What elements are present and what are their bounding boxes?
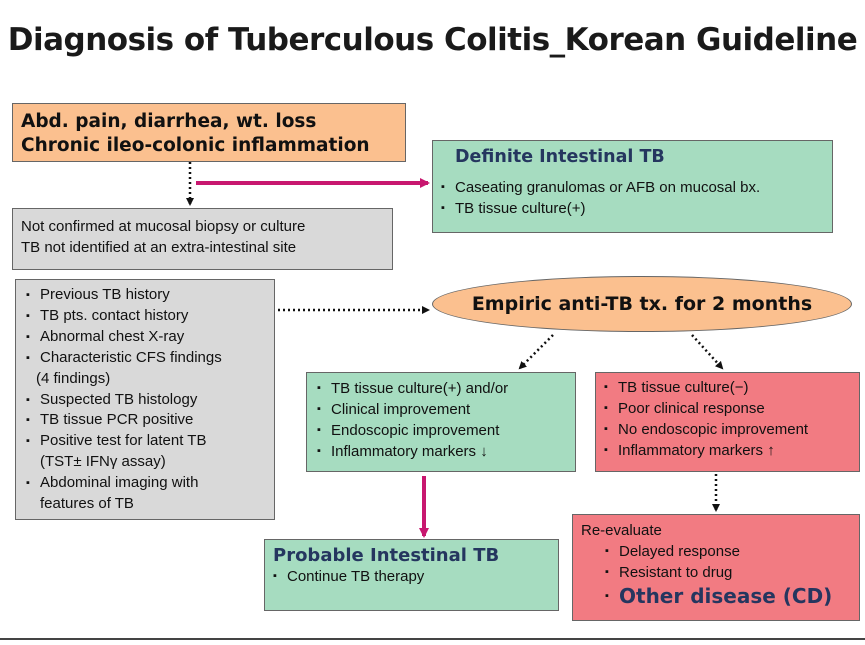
list-item: TB pts. contact history [26,306,266,327]
response-list: TB tissue culture(+) and/or Clinical imp… [317,378,567,462]
footer-divider [0,638,865,640]
list-item: Abdominal imaging with [26,473,266,494]
list-item: Clinical improvement [317,399,567,420]
not-confirmed-box: Not confirmed at mucosal biopsy or cultu… [12,208,393,270]
list-item: Inflammatory markers ↑ [604,440,853,461]
criteria-box: Previous TB history TB pts. contact hist… [15,279,275,520]
list-item: Poor clinical response [604,398,853,419]
list-item-continuation: (4 findings) [36,369,111,387]
list-item: TB tissue culture(−) [604,377,853,398]
list-item: TB tissue culture(+) [441,198,824,219]
criteria-list: Previous TB history TB pts. contact hist… [26,285,266,515]
definite-tb-list: Caseating granulomas or AFB on mucosal b… [441,177,824,219]
definite-tb-box: Definite Intestinal TB Caseating granulo… [432,140,833,233]
symptoms-line-2: Chronic ileo-colonic inflammation [21,135,370,156]
list-item: Positive test for latent TB [26,431,266,452]
list-item: Previous TB history [26,285,266,306]
list-item: TB tissue culture(+) and/or [317,378,567,399]
probable-tb-heading: Probable Intestinal TB [273,545,500,566]
no-response-box: TB tissue culture(−) Poor clinical respo… [595,372,860,472]
list-item: Delayed response [605,541,851,562]
page-title: Diagnosis of Tuberculous Colitis_Korean … [7,22,858,58]
definite-tb-heading: Definite Intestinal TB [455,147,665,167]
list-item-continuation: (TST± IFNγ assay) [40,453,166,471]
arrow-empiric-to-response [518,334,554,370]
probable-tb-list: Continue TB therapy [273,566,550,587]
list-item: No endoscopic improvement [604,419,853,440]
list-item: Abnormal chest X-ray [26,327,266,348]
symptoms-box: Abd. pain, diarrhea, wt. loss Chronic il… [12,103,406,162]
list-item-continuation: features of TB [40,495,134,513]
list-item-emphasis: Other disease (CD) [605,583,851,612]
other-disease-label: Other disease (CD) [619,584,833,608]
empiric-therapy-label: Empiric anti-TB tx. for 2 months [471,293,813,315]
arrow-empiric-to-no-response [691,334,724,370]
list-item: Resistant to drug [605,562,851,583]
reevaluate-heading: Re-evaluate [581,522,662,539]
list-item: Caseating granulomas or AFB on mucosal b… [441,177,824,198]
probable-tb-box: Probable Intestinal TB Continue TB thera… [264,539,559,611]
symptoms-line-1: Abd. pain, diarrhea, wt. loss [21,111,317,132]
list-item: Inflammatory markers ↓ [317,441,567,462]
reevaluate-box: Re-evaluate Delayed response Resistant t… [572,514,860,621]
no-response-list: TB tissue culture(−) Poor clinical respo… [604,377,853,461]
list-item: Endoscopic improvement [317,420,567,441]
reevaluate-list: Delayed response Resistant to drug Other… [605,541,851,612]
empiric-therapy-ellipse: Empiric anti-TB tx. for 2 months [432,276,852,332]
list-item: TB tissue PCR positive [26,410,266,431]
list-item: Characteristic CFS findings [26,348,266,369]
not-confirmed-line-2: TB not identified at an extra-intestinal… [21,239,297,256]
response-box: TB tissue culture(+) and/or Clinical imp… [306,372,576,472]
list-item: Suspected TB histology [26,390,266,411]
not-confirmed-line-1: Not confirmed at mucosal biopsy or cultu… [21,218,306,235]
list-item: Continue TB therapy [273,566,550,587]
